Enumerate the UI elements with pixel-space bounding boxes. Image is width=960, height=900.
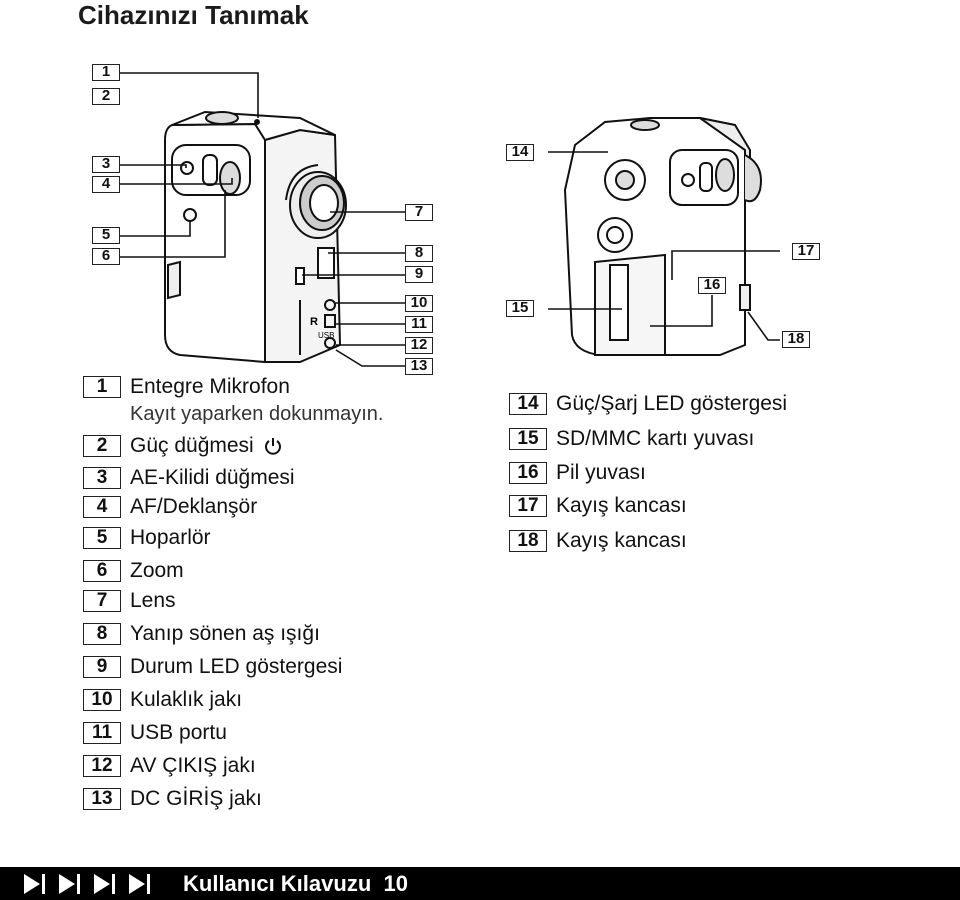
play-arrow-icon xyxy=(94,873,115,894)
callout-8: 8 xyxy=(405,245,433,262)
footer-arrows xyxy=(24,867,160,900)
legend-text: Pil yuvası xyxy=(556,461,646,484)
legend-text: Güç düğmesi xyxy=(130,434,254,457)
footer-label: Kullanıcı Kılavuzu 10 xyxy=(183,867,408,900)
legend-item-9: 9 Durum LED göstergesi xyxy=(83,653,342,681)
legend-number: 7 xyxy=(83,590,121,612)
legend-item-6: 6 Zoom xyxy=(83,557,184,585)
camera-illustrations: R USB xyxy=(120,72,780,367)
legend-item-18: 18 Kayış kancası xyxy=(509,527,687,555)
legend-number: 13 xyxy=(83,788,121,810)
r-label: R xyxy=(310,316,318,328)
legend-item-8: 8 Yanıp sönen aş ışığı xyxy=(83,620,320,648)
legend-number: 18 xyxy=(509,530,547,552)
callout-10: 10 xyxy=(405,295,433,312)
legend-number: 15 xyxy=(509,428,547,450)
legend-item-12: 12 AV ÇIKIŞ jakı xyxy=(83,752,256,780)
legend-item-7: 7 Lens xyxy=(83,587,176,615)
legend-text: Entegre Mikrofon xyxy=(130,375,290,398)
legend-number: 2 xyxy=(83,435,121,457)
legend-item-11: 11 USB portu xyxy=(83,719,227,747)
legend-text: SD/MMC kartı yuvası xyxy=(556,427,755,450)
legend-note: Kayıt yaparken dokunmayın. xyxy=(130,403,384,425)
legend-number: 5 xyxy=(83,527,121,549)
legend-text: AF/Deklanşör xyxy=(130,495,258,518)
legend-item-2: 2 Güç düğmesi xyxy=(83,432,284,460)
manual-title: Kullanıcı Kılavuzu xyxy=(183,871,372,896)
legend-item-5: 5 Hoparlör xyxy=(83,524,211,552)
legend-number: 9 xyxy=(83,656,121,678)
legend-text: DC GİRİŞ jakı xyxy=(130,787,262,810)
legend-item-1: 1 Entegre Mikrofon xyxy=(83,373,290,401)
callout-2: 2 xyxy=(92,88,120,105)
front-camera-drawing xyxy=(164,110,347,364)
callout-11: 11 xyxy=(405,316,433,333)
callout-18: 18 xyxy=(782,331,810,348)
callout-15: 15 xyxy=(506,300,534,317)
footer-bar: Kullanıcı Kılavuzu 10 xyxy=(0,867,960,900)
legend-number: 12 xyxy=(83,755,121,777)
legend-text: USB portu xyxy=(130,721,227,744)
legend-item-13: 13 DC GİRİŞ jakı xyxy=(83,785,262,813)
legend-number: 3 xyxy=(83,467,121,489)
legend-number: 4 xyxy=(83,496,121,518)
legend-item-4: 4 AF/Deklanşör xyxy=(83,493,257,521)
callout-6: 6 xyxy=(92,248,120,265)
callout-16: 16 xyxy=(698,277,726,294)
back-leader-lines xyxy=(548,151,780,341)
legend-text: Kayış kancası xyxy=(556,494,687,517)
legend-number: 17 xyxy=(509,495,547,517)
front-leader-lines xyxy=(120,72,405,367)
callout-1: 1 xyxy=(92,64,120,81)
callout-5: 5 xyxy=(92,227,120,244)
legend-text: Hoparlör xyxy=(130,526,211,549)
legend-number: 11 xyxy=(83,722,121,744)
legend-item-17: 17 Kayış kancası xyxy=(509,492,687,520)
callout-4: 4 xyxy=(92,176,120,193)
callout-14: 14 xyxy=(506,144,534,161)
legend-number: 1 xyxy=(83,376,121,398)
legend-item-16: 16 Pil yuvası xyxy=(509,459,646,487)
usb-label: USB xyxy=(318,331,334,340)
play-arrow-icon xyxy=(24,873,45,894)
legend-item-14: 14 Güç/Şarj LED göstergesi xyxy=(509,390,787,418)
legend-text: Lens xyxy=(130,589,176,612)
legend-item-10: 10 Kulaklık jakı xyxy=(83,686,242,714)
legend-number: 10 xyxy=(83,689,121,711)
legend-text: Yanıp sönen aş ışığı xyxy=(130,622,320,645)
legend-item-3: 3 AE-Kilidi düğmesi xyxy=(83,464,295,492)
callout-17: 17 xyxy=(792,243,820,260)
callout-13: 13 xyxy=(405,358,433,375)
callout-3: 3 xyxy=(92,156,120,173)
legend-text: Güç/Şarj LED göstergesi xyxy=(556,392,788,415)
legend-number: 8 xyxy=(83,623,121,645)
legend-item-15: 15 SD/MMC kartı yuvası xyxy=(509,425,754,453)
callout-7: 7 xyxy=(405,204,433,221)
legend-text: AV ÇIKIŞ jakı xyxy=(130,754,256,777)
play-arrow-icon xyxy=(129,873,150,894)
page-number: 10 xyxy=(383,871,408,896)
legend-text: Kayış kancası xyxy=(556,529,687,552)
legend-text: Durum LED göstergesi xyxy=(130,655,343,678)
callout-9: 9 xyxy=(405,266,433,283)
page-title: Cihazınızı Tanımak xyxy=(78,0,309,30)
legend-number: 16 xyxy=(509,462,547,484)
play-arrow-icon xyxy=(59,873,80,894)
power-icon xyxy=(264,438,281,455)
legend-text: AE-Kilidi düğmesi xyxy=(130,466,295,489)
legend-text: Zoom xyxy=(130,559,184,582)
legend-text: Kulaklık jakı xyxy=(130,688,243,711)
back-camera-drawing xyxy=(563,117,762,356)
callout-12: 12 xyxy=(405,337,433,354)
legend-number: 6 xyxy=(83,560,121,582)
legend-number: 14 xyxy=(509,393,547,415)
